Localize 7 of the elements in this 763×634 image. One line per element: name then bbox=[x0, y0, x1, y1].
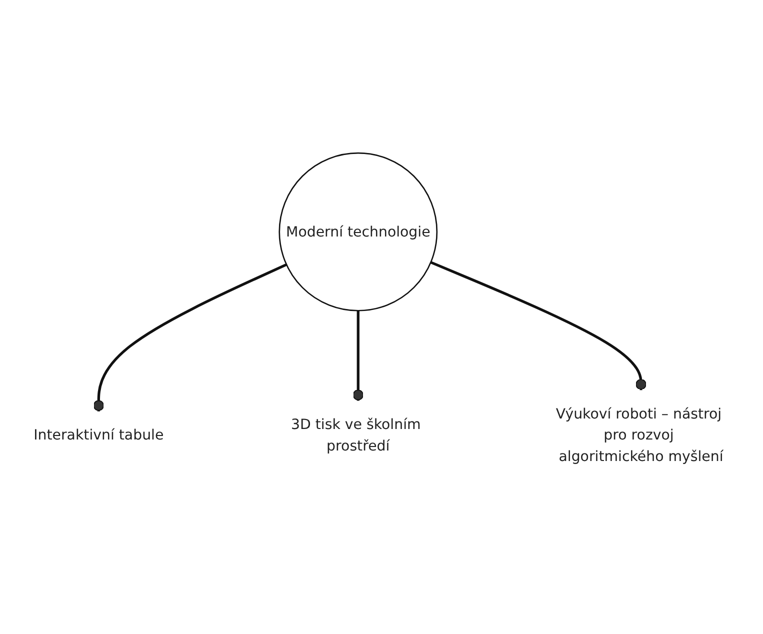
connector bbox=[430, 261, 646, 390]
connector bbox=[352, 310, 364, 402]
node-text: 3D tisk ve školním prostředí bbox=[290, 416, 421, 454]
connector bbox=[93, 264, 288, 412]
node-text: Interaktivní tabule bbox=[34, 426, 164, 444]
node-text: Výukoví roboti – nástroj pro rozvoj algoritmického myšlení bbox=[556, 405, 724, 465]
node-circle: Moderní technologie bbox=[278, 152, 438, 312]
